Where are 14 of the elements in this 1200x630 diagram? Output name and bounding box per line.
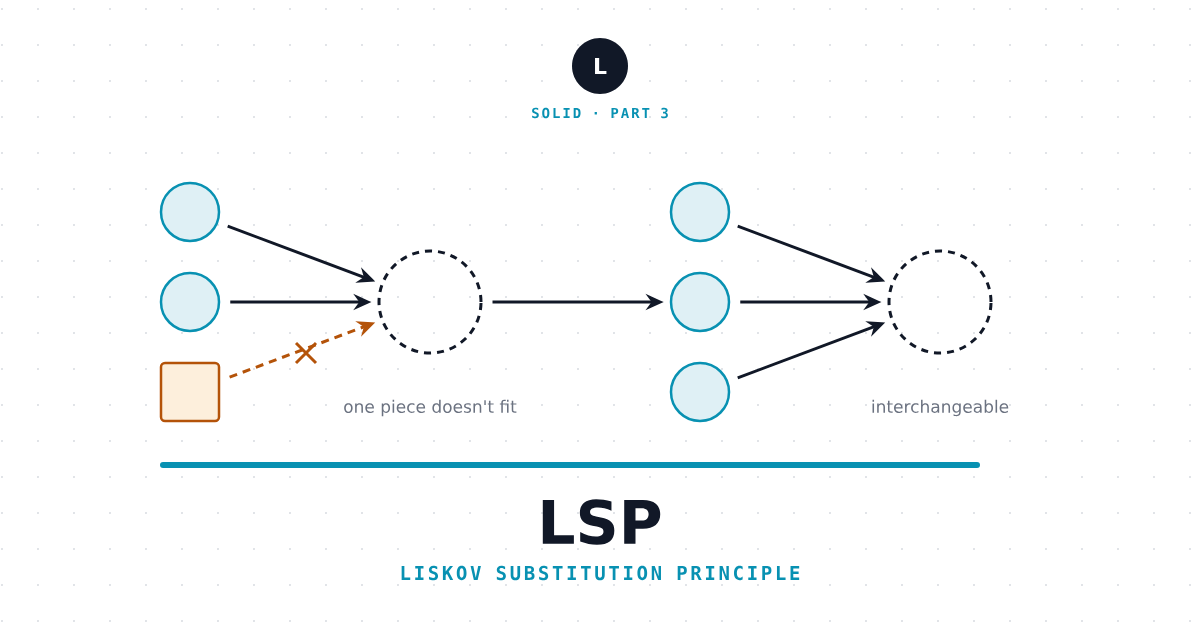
dashed-circle (377, 249, 483, 355)
letter-badge: L (572, 38, 628, 94)
circle (669, 361, 731, 423)
circle (159, 271, 221, 333)
title: LSP (542, 499, 661, 545)
subtitle: SOLID · PART 3 (532, 107, 668, 119)
subtitle: LISKOV SUBSTITUTION PRINCIPLE (401, 565, 800, 581)
square (159, 361, 221, 423)
circle (159, 181, 221, 243)
circle (669, 181, 731, 243)
dashed-circle (887, 249, 993, 355)
node-label: one piece doesn't fit (344, 399, 517, 417)
node-label: interchangeable (872, 399, 1009, 417)
circle (669, 271, 731, 333)
